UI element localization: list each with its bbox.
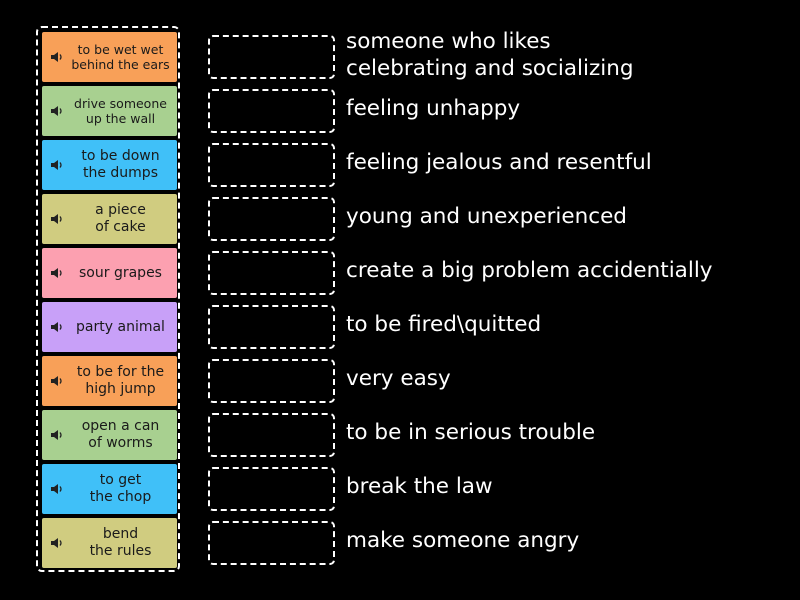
speaker-icon[interactable] xyxy=(50,266,64,280)
tile-label: party animal xyxy=(76,318,165,335)
tile-tray xyxy=(36,26,180,572)
drop-slot-5[interactable] xyxy=(208,251,335,295)
drop-slot-3[interactable] xyxy=(208,143,335,187)
definition-5: create a big problem accidentially xyxy=(346,257,713,283)
definition-10: make someone angry xyxy=(346,527,580,553)
definition-4: young and unexperienced xyxy=(346,203,627,229)
tile-party-animal[interactable]: party animal xyxy=(42,302,177,352)
tile-label: open a can of worms xyxy=(81,418,160,451)
definition-6: to be fired\quitted xyxy=(346,311,542,337)
tile-wet-behind-the-ears[interactable]: to be wet wet behind the ears xyxy=(42,32,177,82)
definition-2: feeling unhappy xyxy=(346,95,521,121)
tile-label: to get the chop xyxy=(89,472,152,505)
drop-slot-8[interactable] xyxy=(208,413,335,457)
drop-slot-7[interactable] xyxy=(208,359,335,403)
drop-slot-9[interactable] xyxy=(208,467,335,511)
tile-down-the-dumps[interactable]: to be down the dumps xyxy=(42,140,177,190)
speaker-icon[interactable] xyxy=(50,158,64,172)
tile-piece-of-cake[interactable]: a piece of cake xyxy=(42,194,177,244)
definition-8: to be in serious trouble xyxy=(346,419,596,445)
definition-9: break the law xyxy=(346,473,493,499)
speaker-icon[interactable] xyxy=(50,536,64,550)
tile-for-the-high-jump[interactable]: to be for the high jump xyxy=(42,356,177,406)
drop-slot-6[interactable] xyxy=(208,305,335,349)
speaker-icon[interactable] xyxy=(50,212,64,226)
tile-bend-the-rules[interactable]: bend the rules xyxy=(42,518,177,568)
tile-drive-up-the-wall[interactable]: drive someone up the wall xyxy=(42,86,177,136)
tile-label: drive someone up the wall xyxy=(74,96,167,126)
tile-label: to be wet wet behind the ears xyxy=(71,42,170,72)
definition-1: someone who likes celebrating and social… xyxy=(346,29,634,81)
speaker-icon[interactable] xyxy=(50,374,64,388)
tile-can-of-worms[interactable]: open a can of worms xyxy=(42,410,177,460)
tile-label: to be down the dumps xyxy=(81,148,160,181)
tile-sour-grapes[interactable]: sour grapes xyxy=(42,248,177,298)
tile-label: a piece of cake xyxy=(95,202,146,235)
tile-label: sour grapes xyxy=(79,264,162,281)
speaker-icon[interactable] xyxy=(50,428,64,442)
definition-3: feeling jealous and resentful xyxy=(346,149,652,175)
speaker-icon[interactable] xyxy=(50,482,64,496)
tile-label: to be for the high jump xyxy=(76,364,165,397)
drop-slot-2[interactable] xyxy=(208,89,335,133)
drop-slot-4[interactable] xyxy=(208,197,335,241)
speaker-icon[interactable] xyxy=(50,50,64,64)
speaker-icon[interactable] xyxy=(50,104,64,118)
drop-slot-1[interactable] xyxy=(208,35,335,79)
speaker-icon[interactable] xyxy=(50,320,64,334)
definition-7: very easy xyxy=(346,365,451,391)
tile-get-the-chop[interactable]: to get the chop xyxy=(42,464,177,514)
drop-slot-10[interactable] xyxy=(208,521,335,565)
tile-label: bend the rules xyxy=(89,526,152,559)
